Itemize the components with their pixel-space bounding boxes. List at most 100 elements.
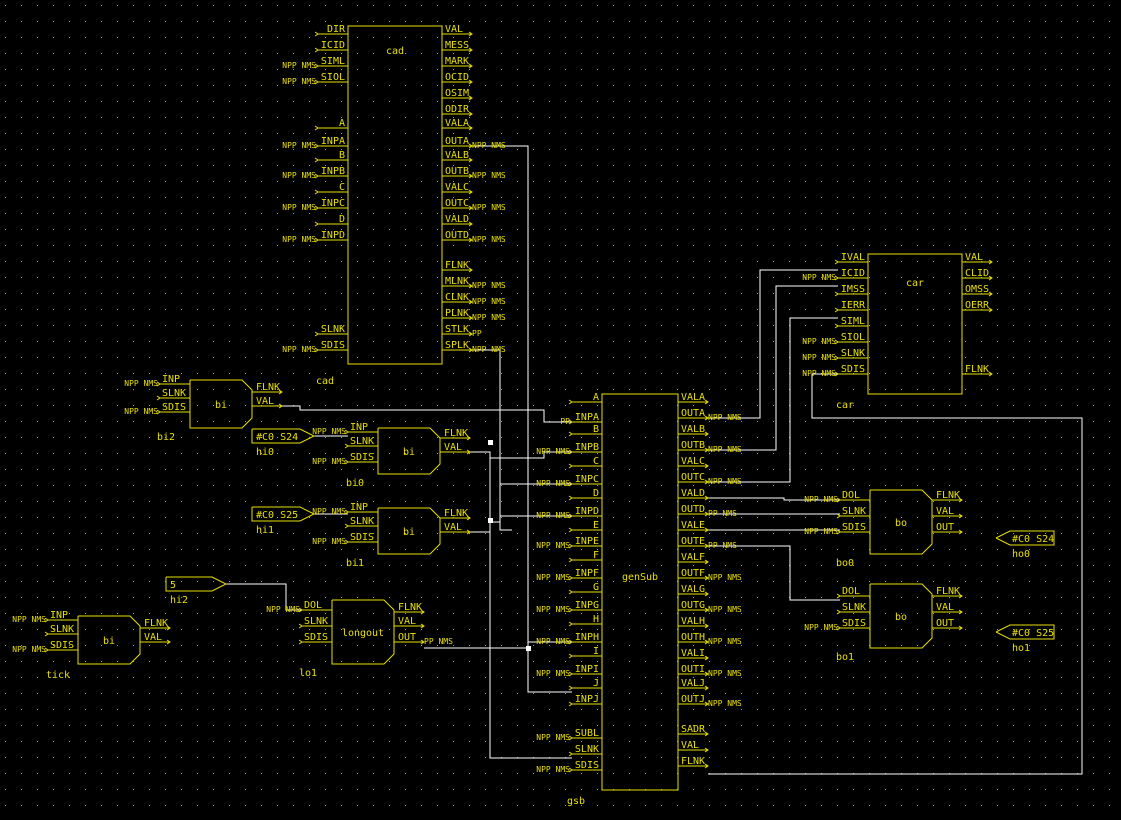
grid-dot — [901, 597, 902, 598]
grid-dot — [597, 21, 598, 22]
grid-dot — [533, 21, 534, 22]
grid-dot — [901, 453, 902, 454]
grid-dot — [949, 149, 950, 150]
grid-dot — [709, 469, 710, 470]
grid-dot — [245, 325, 246, 326]
grid-dot — [853, 181, 854, 182]
grid-dot — [453, 117, 454, 118]
pin-arrow — [468, 189, 473, 195]
grid-dot — [821, 325, 822, 326]
grid-dot — [629, 197, 630, 198]
grid-dot — [117, 165, 118, 166]
record-body — [347, 25, 443, 365]
grid-dot — [549, 565, 550, 566]
grid-dot — [1061, 101, 1062, 102]
grid-dot — [773, 341, 774, 342]
grid-dot — [469, 37, 470, 38]
grid-dot — [325, 53, 326, 54]
grid-dot — [725, 709, 726, 710]
grid-dot — [885, 549, 886, 550]
grid-dot — [693, 245, 694, 246]
grid-dot — [437, 645, 438, 646]
grid-dot — [149, 21, 150, 22]
grid-dot — [1029, 597, 1030, 598]
grid-dot — [325, 533, 326, 534]
grid-dot — [437, 325, 438, 326]
grid-dot — [85, 549, 86, 550]
grid-dot — [165, 165, 166, 166]
input-pin-slnk: SLNK — [842, 506, 866, 517]
grid-dot — [661, 309, 662, 310]
grid-dot — [1013, 37, 1014, 38]
grid-dot — [293, 245, 294, 246]
grid-dot — [581, 645, 582, 646]
grid-dot — [629, 581, 630, 582]
grid-dot — [1061, 53, 1062, 54]
grid-dot — [293, 373, 294, 374]
grid-dot — [645, 549, 646, 550]
link-tag: NPP NMS — [12, 615, 46, 624]
grid-dot — [917, 565, 918, 566]
grid-dot — [789, 37, 790, 38]
grid-dot — [277, 53, 278, 54]
grid-dot — [421, 5, 422, 6]
grid-dot — [229, 229, 230, 230]
grid-dot — [5, 805, 6, 806]
grid-dot — [53, 453, 54, 454]
grid-dot — [389, 741, 390, 742]
pin-arrow — [568, 513, 573, 519]
grid-dot — [373, 101, 374, 102]
grid-dot — [629, 213, 630, 214]
grid-dot — [821, 165, 822, 166]
grid-dot — [1093, 373, 1094, 374]
grid-dot — [645, 85, 646, 86]
grid-dot — [21, 133, 22, 134]
grid-dot — [629, 405, 630, 406]
grid-dot — [837, 453, 838, 454]
grid-dot — [245, 85, 246, 86]
grid-dot — [357, 309, 358, 310]
grid-dot — [725, 5, 726, 6]
grid-dot — [949, 421, 950, 422]
output-pin-mess: MESS — [445, 40, 469, 51]
grid-dot — [1045, 549, 1046, 550]
grid-dot — [741, 149, 742, 150]
grid-dot — [741, 805, 742, 806]
grid-dot — [613, 85, 614, 86]
grid-dot — [69, 453, 70, 454]
grid-dot — [85, 389, 86, 390]
grid-dot — [661, 69, 662, 70]
grid-dot — [645, 325, 646, 326]
grid-dot — [853, 469, 854, 470]
grid-dot — [693, 565, 694, 566]
grid-dot — [693, 197, 694, 198]
grid-dot — [533, 69, 534, 70]
grid-dot — [133, 597, 134, 598]
grid-dot — [565, 309, 566, 310]
grid-dot — [1061, 325, 1062, 326]
grid-dot — [821, 453, 822, 454]
grid-dot — [149, 773, 150, 774]
grid-dot — [901, 517, 902, 518]
grid-dot — [581, 197, 582, 198]
grid-dot — [597, 789, 598, 790]
grid-dot — [1077, 373, 1078, 374]
grid-dot — [709, 533, 710, 534]
grid-dot — [581, 389, 582, 390]
